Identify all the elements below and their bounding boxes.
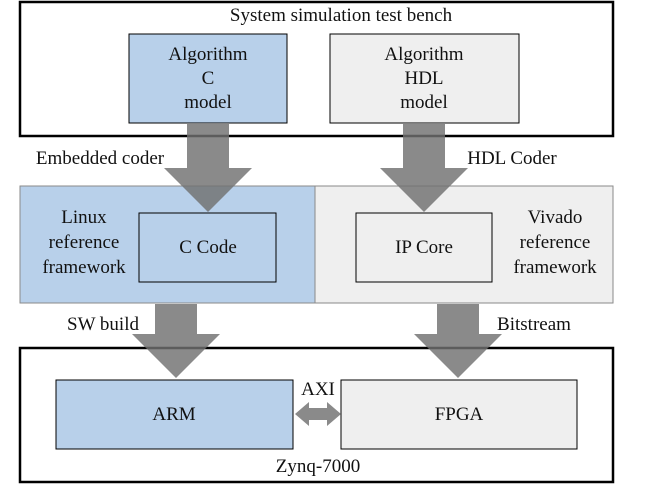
c-model-line-3: model — [184, 92, 232, 113]
c-model-line-1: Algorithm — [168, 44, 247, 65]
c-code-label: C Code — [179, 237, 237, 258]
fpga-label: FPGA — [435, 404, 484, 425]
linux-label-line-1: Linux — [61, 207, 107, 228]
bitstream-arrow — [414, 304, 502, 378]
sw-build-arrow — [132, 304, 220, 378]
hdl-model-line-1: Algorithm — [384, 44, 463, 65]
c-model-line-2: C — [202, 68, 215, 89]
hdl-coder-label: HDL Coder — [467, 148, 557, 169]
embedded-coder-label: Embedded coder — [36, 148, 165, 169]
vivado-label-line-3: framework — [513, 257, 597, 278]
c-code-box — [138, 212, 277, 283]
ip-core-label: IP Core — [395, 237, 453, 258]
test-bench-title: System simulation test bench — [230, 5, 453, 26]
fpga-box — [340, 379, 578, 450]
linux-label-line-2: reference — [49, 232, 120, 253]
axi-label: AXI — [301, 379, 335, 400]
arm-box — [55, 379, 294, 450]
axi-double-arrow — [295, 402, 341, 426]
hdl-model-line-2: HDL — [404, 68, 443, 89]
hdl-coder-arrow — [380, 124, 468, 212]
zynq-title: Zynq-7000 — [276, 456, 360, 477]
vivado-label-line-2: reference — [520, 232, 591, 253]
hdl-model-line-3: model — [400, 92, 448, 113]
hdl-model-box — [329, 33, 520, 124]
sw-build-label: SW build — [67, 314, 139, 335]
arm-label: ARM — [152, 404, 195, 425]
linux-label-line-3: framework — [42, 257, 126, 278]
ip-core-box — [355, 212, 493, 283]
bitstream-label: Bitstream — [497, 314, 571, 335]
c-model-box — [128, 33, 288, 124]
vivado-label-line-1: Vivado — [528, 207, 583, 228]
embedded-coder-arrow — [164, 124, 252, 212]
